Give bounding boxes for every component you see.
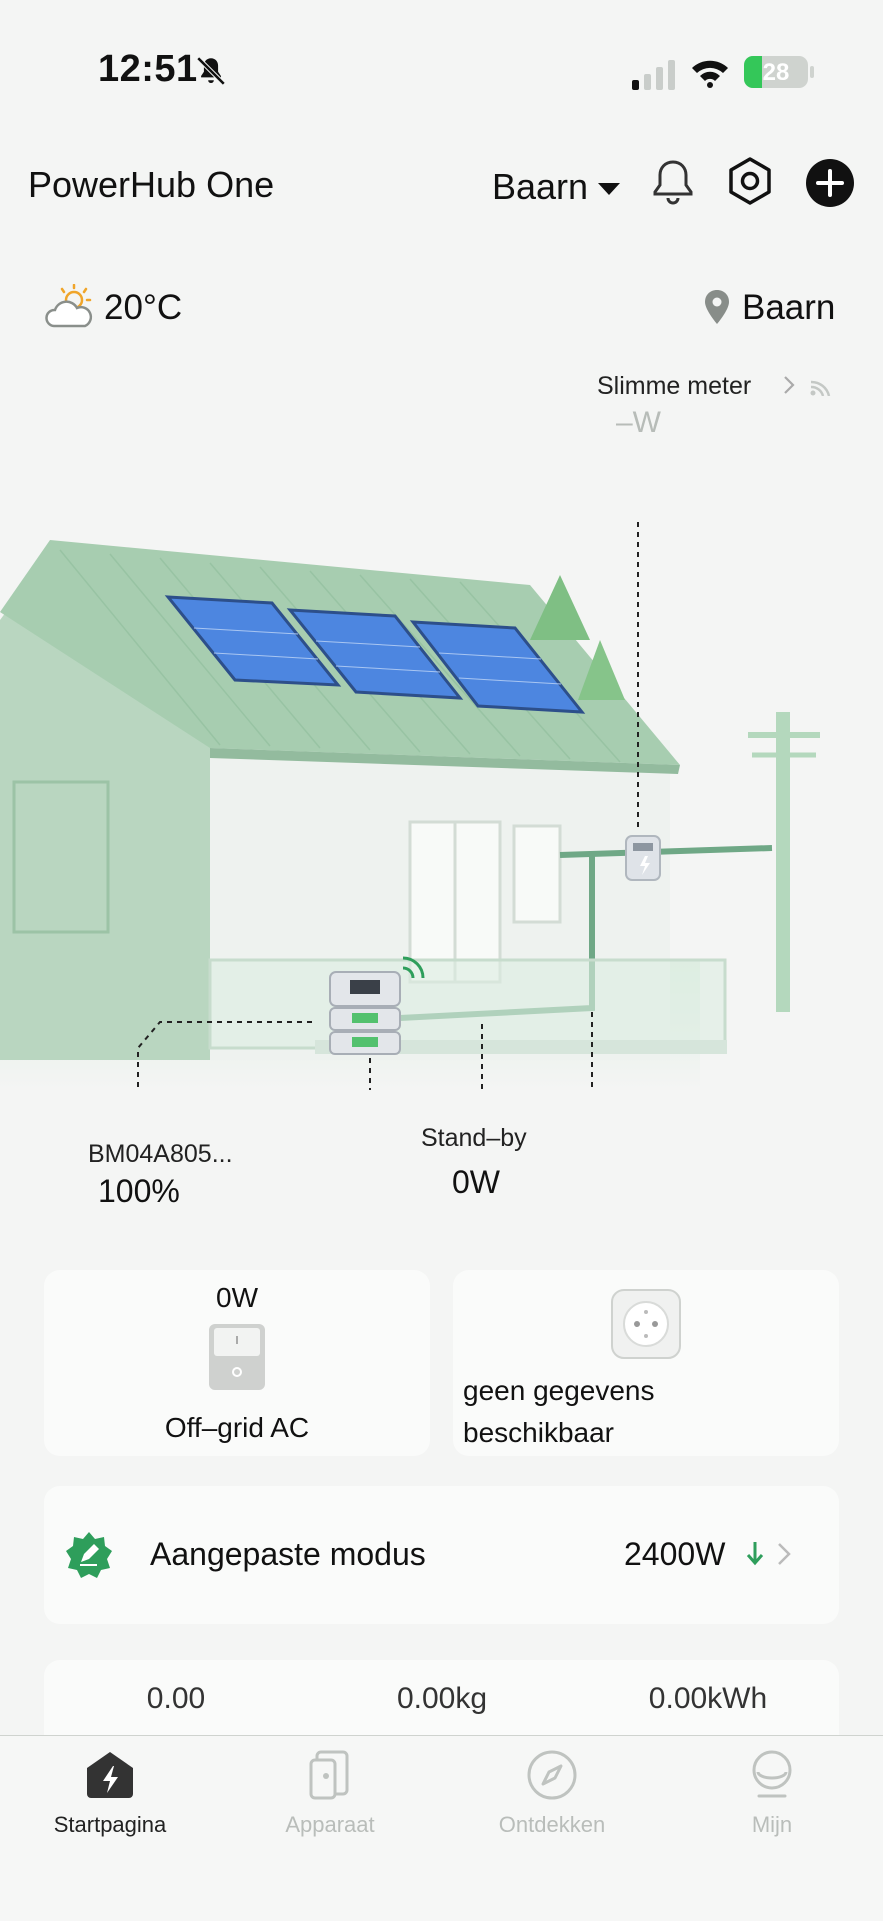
- tab-label: Startpagina: [53, 1812, 167, 1837]
- profile-icon: [752, 1750, 792, 1798]
- bell-icon[interactable]: [648, 156, 698, 206]
- tab-ontdekken[interactable]: Ontdekken: [452, 1748, 652, 1838]
- battery-level: 100%: [98, 1173, 180, 1209]
- status-time: 12:51: [98, 48, 198, 90]
- app-title: PowerHub One: [28, 164, 275, 205]
- standby-value: 0W: [452, 1164, 500, 1200]
- location-pin-icon: [705, 290, 729, 324]
- stat-savings: 0.00: [146, 1682, 206, 1715]
- battery-text: 28: [762, 59, 790, 86]
- settings-icon[interactable]: [725, 156, 775, 206]
- mode-gear-icon: [66, 1532, 112, 1578]
- tab-apparaat[interactable]: Apparaat: [230, 1748, 430, 1838]
- tab-label: Apparaat: [285, 1812, 375, 1837]
- socket-message-line2: beschikbaar: [463, 1417, 614, 1448]
- switch-icon: [209, 1324, 265, 1390]
- battery-cap: [810, 66, 814, 78]
- tab-bar: Startpagina Apparaat Ontdekken Mijn: [0, 1735, 883, 1921]
- tab-label: Mijn: [751, 1812, 793, 1837]
- bell-off-icon: [196, 56, 226, 86]
- socket-message: geen gegevens beschikbaar: [463, 1370, 823, 1454]
- smart-meter-value: –W: [616, 406, 661, 439]
- standby-label: Stand–by: [421, 1124, 527, 1152]
- battery-name[interactable]: BM04A805...: [88, 1140, 233, 1168]
- socket-message-line1: geen gegevens: [463, 1375, 655, 1406]
- arrow-down-icon: [746, 1542, 764, 1566]
- house-illustration: [0, 520, 820, 1090]
- wifi-icon: [692, 60, 728, 88]
- chevron-right-icon[interactable]: [774, 1538, 794, 1570]
- tab-mijn[interactable]: Mijn: [672, 1748, 872, 1838]
- battery-indicator: 28: [744, 56, 808, 88]
- location-dropdown-label: Baarn: [492, 166, 589, 207]
- stats-card: 0.00 0.00kg 0.00kWh: [44, 1660, 839, 1740]
- location-dropdown[interactable]: Baarn: [492, 166, 621, 208]
- mode-value: 2400W: [624, 1536, 726, 1572]
- offgrid-label: Off–grid AC: [164, 1412, 310, 1443]
- chevron-right-icon[interactable]: [780, 372, 798, 398]
- temperature: 20°C: [104, 288, 183, 327]
- caret-down-icon: [598, 183, 621, 195]
- mode-label: Aangepaste modus: [150, 1536, 426, 1572]
- compass-icon: [527, 1750, 577, 1800]
- smart-meter-label[interactable]: Slimme meter: [597, 372, 752, 400]
- weather-location: Baarn: [742, 288, 836, 327]
- power-socket-icon: [611, 1289, 681, 1359]
- connection-icon: [810, 380, 831, 396]
- home-bolt-icon: [87, 1752, 133, 1798]
- device-icon: [309, 1750, 349, 1800]
- socket-card[interactable]: geen gegevens beschikbaar: [453, 1270, 839, 1456]
- mode-card[interactable]: Aangepaste modus 2400W: [44, 1486, 839, 1624]
- offgrid-power: 0W: [216, 1282, 258, 1313]
- add-icon[interactable]: [805, 158, 855, 208]
- signal-icon: [632, 60, 675, 90]
- partly-cloudy-icon: [45, 284, 93, 328]
- stat-co2: 0.00kg: [396, 1682, 488, 1715]
- stat-energy: 0.00kWh: [648, 1682, 768, 1715]
- tab-label: Ontdekken: [498, 1812, 606, 1837]
- offgrid-card[interactable]: 0W Off–grid AC: [44, 1270, 430, 1456]
- tab-startpagina[interactable]: Startpagina: [10, 1748, 210, 1838]
